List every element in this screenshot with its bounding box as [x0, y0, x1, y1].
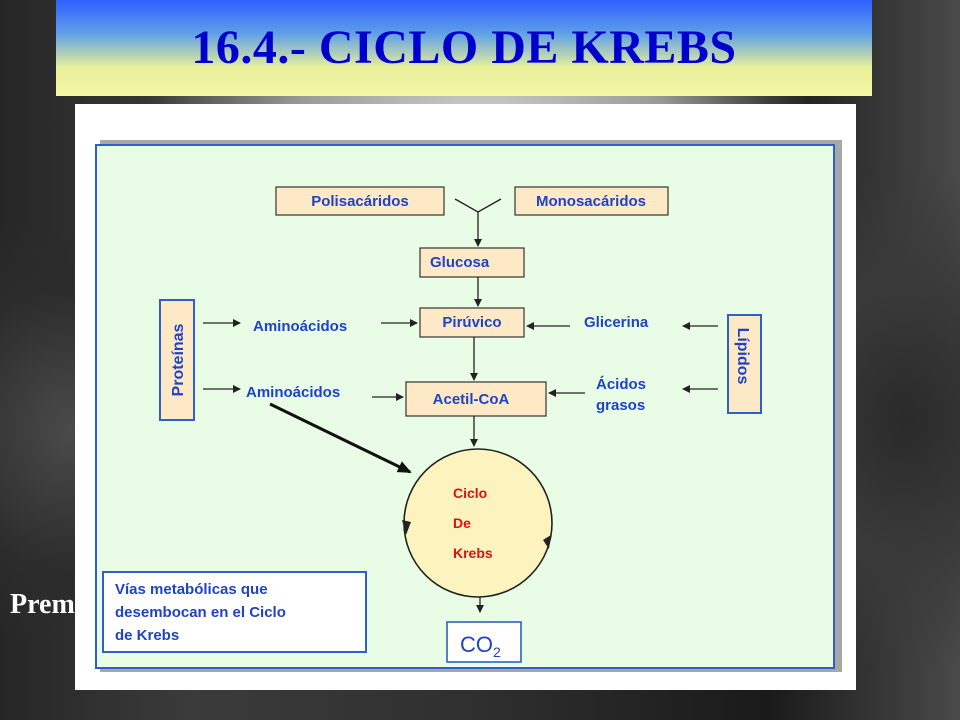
glucosa-label: Glucosa — [430, 254, 490, 271]
slide-title: 16.4.- CICLO DE KREBS — [191, 21, 737, 74]
cycle-arrowhead-left — [402, 520, 411, 535]
piruvico-label: Pirúvico — [442, 314, 501, 331]
proteinas-label: Proteínas — [170, 323, 187, 396]
grasos-label: grasos — [596, 397, 645, 414]
merge-connector — [454, 198, 502, 213]
cycle-arrowhead-right — [543, 535, 551, 549]
caption-line2: desembocan en el Ciclo — [115, 604, 286, 621]
acidos-label: Ácidos — [596, 376, 646, 393]
aminoacidos-label-2: Aminoácidos — [246, 384, 340, 401]
monosacaridos-label: Monosacáridos — [536, 193, 646, 210]
monosacaridos-box: Monosacáridos — [514, 186, 669, 216]
proteinas-box: Proteínas — [159, 299, 195, 421]
title-banner: 16.4.- CICLO DE KREBS — [56, 0, 872, 96]
caption-line1: Vías metabólicas que — [115, 581, 268, 598]
aminoacidos-to-cycle-arrow — [269, 402, 412, 474]
lipidos-box: Lípidos — [727, 314, 762, 414]
lipidos-label: Lípidos — [734, 328, 751, 385]
caption-box: Vías metabólicas que desembocan en el Ci… — [102, 571, 367, 653]
aminoacidos-label-1: Aminoácidos — [253, 318, 347, 335]
cycle-label-line2: De — [453, 515, 471, 531]
cycle-label-line3: Krebs — [453, 545, 493, 561]
polisacaridos-label: Polisacáridos — [311, 193, 409, 210]
krebs-cycle: Ciclo De Krebs — [402, 448, 553, 598]
cycle-label-line1: Ciclo — [453, 485, 487, 501]
glucosa-box: Glucosa — [419, 247, 525, 278]
co2-label: CO2 — [460, 632, 501, 660]
acetil-coa-box: Acetil-CoA — [405, 381, 547, 417]
polisacaridos-box: Polisacáridos — [275, 186, 445, 216]
glicerina-label: Glicerina — [584, 314, 649, 331]
caption-line3: de Krebs — [115, 627, 179, 644]
acetil-coa-label: Acetil-CoA — [433, 391, 510, 408]
co2-box: CO2 — [446, 621, 522, 663]
side-text: Premios — [10, 589, 76, 620]
piruvico-box: Pirúvico — [419, 307, 525, 338]
